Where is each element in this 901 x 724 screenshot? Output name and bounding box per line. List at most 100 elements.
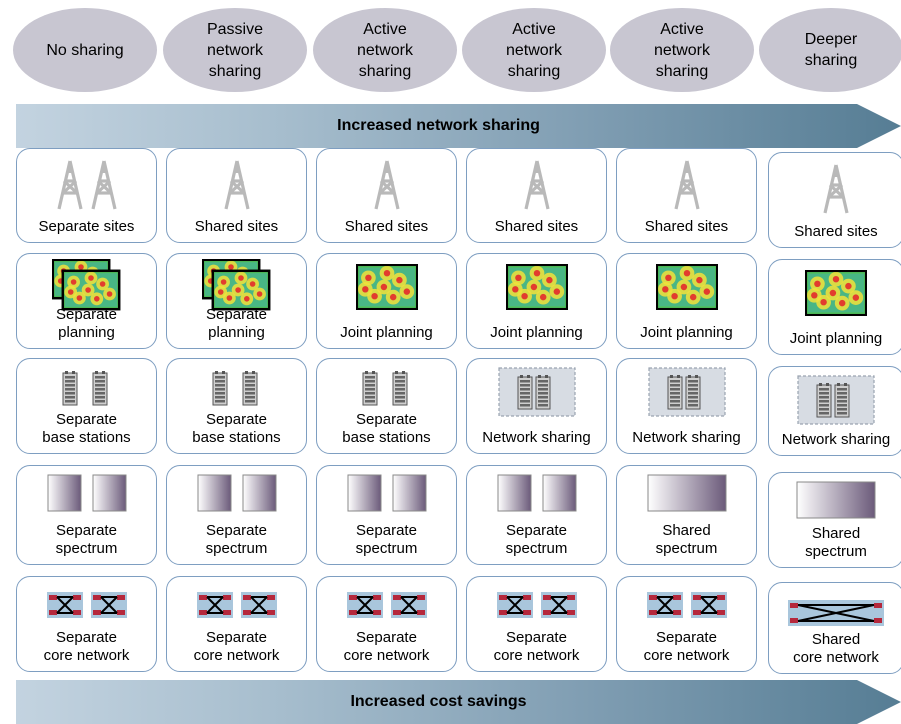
top-arrow-increased-network-sharing: Increased network sharing bbox=[16, 104, 901, 148]
planning-cell: Joint planning bbox=[616, 253, 757, 349]
core-network-icon bbox=[769, 597, 901, 629]
cell-label: Separate spectrum bbox=[55, 522, 118, 557]
tower-icon bbox=[769, 163, 901, 215]
base-station-icon bbox=[317, 369, 456, 407]
coverage-map-icon bbox=[617, 264, 756, 310]
cell-label: Separate spectrum bbox=[205, 522, 268, 557]
base-station-icon bbox=[467, 367, 606, 417]
core-network-icon bbox=[17, 591, 156, 619]
core-network-icon bbox=[317, 591, 456, 619]
tower-icon bbox=[17, 159, 156, 211]
cell-label: Separate core network bbox=[643, 629, 730, 664]
cell-label: Separate sites bbox=[38, 218, 135, 235]
base-station-icon bbox=[617, 367, 756, 417]
spectrum-cell: Separate spectrum bbox=[16, 465, 157, 565]
base-station-icon bbox=[769, 375, 901, 425]
sites-cell: Shared sites bbox=[768, 152, 901, 248]
spectrum-cell: Separate spectrum bbox=[166, 465, 307, 565]
core-cell: Shared core network bbox=[768, 582, 901, 674]
top-arrow-label: Increased network sharing bbox=[337, 117, 540, 134]
cell-label: Separate core network bbox=[493, 629, 580, 664]
cell-label: Network sharing bbox=[632, 429, 741, 446]
header-label: Active network sharing bbox=[505, 20, 563, 80]
cell-label: Joint planning bbox=[640, 324, 733, 341]
spectrum-icon bbox=[317, 474, 456, 512]
core-cell: Separate core network bbox=[166, 576, 307, 672]
cell-label: Joint planning bbox=[340, 324, 433, 341]
core-cell: Separate core network bbox=[316, 576, 457, 672]
tower-icon bbox=[617, 159, 756, 211]
cell-label: Separate spectrum bbox=[355, 522, 418, 557]
header-label: Deeper sharing bbox=[804, 31, 858, 69]
header-passive-network-sharing: Passive network sharing bbox=[163, 8, 307, 92]
base-stations-cell: Separate base stations bbox=[166, 358, 307, 454]
header-active-network-sharing-1: Active network sharing bbox=[313, 8, 457, 92]
coverage-map-icon bbox=[467, 264, 606, 310]
cell-label: Separate core network bbox=[193, 629, 280, 664]
spectrum-cell: Separate spectrum bbox=[316, 465, 457, 565]
cell-label: Joint planning bbox=[490, 324, 583, 341]
spectrum-icon bbox=[17, 474, 156, 512]
planning-cell: Joint planning bbox=[316, 253, 457, 349]
header-deeper-sharing: Deeper sharing bbox=[759, 8, 901, 92]
header-label: Passive network sharing bbox=[206, 20, 264, 80]
coverage-map-icon bbox=[17, 259, 156, 311]
tower-icon bbox=[167, 159, 306, 211]
cell-label: Separate planning bbox=[206, 306, 267, 341]
cell-label: Joint planning bbox=[789, 330, 883, 347]
base-stations-cell: Network sharing bbox=[768, 366, 901, 456]
base-stations-cell: Network sharing bbox=[616, 358, 757, 454]
tower-icon bbox=[317, 159, 456, 211]
spectrum-icon bbox=[617, 474, 756, 512]
sites-cell: Shared sites bbox=[166, 148, 307, 243]
header-active-network-sharing-2: Active network sharing bbox=[462, 8, 606, 92]
cell-label: Separate planning bbox=[56, 306, 117, 341]
cell-label: Shared sites bbox=[194, 218, 279, 235]
header-active-network-sharing-3: Active network sharing bbox=[610, 8, 754, 92]
sites-cell: Shared sites bbox=[616, 148, 757, 243]
bottom-arrow-label: Increased cost savings bbox=[350, 693, 527, 710]
header-label: No sharing bbox=[46, 41, 124, 59]
base-stations-cell: Separate base stations bbox=[316, 358, 457, 454]
cell-label: Shared spectrum bbox=[655, 522, 718, 557]
header-label: Active network sharing bbox=[356, 20, 414, 80]
cell-label: Shared core network bbox=[793, 631, 879, 666]
core-cell: Separate core network bbox=[616, 576, 757, 672]
cell-label: Separate spectrum bbox=[505, 522, 568, 557]
spectrum-cell: Shared spectrum bbox=[616, 465, 757, 565]
coverage-map-icon bbox=[769, 270, 901, 316]
cell-label: Network sharing bbox=[482, 429, 591, 446]
header-no-sharing: No sharing bbox=[13, 8, 157, 92]
cell-label: Separate base stations bbox=[342, 411, 431, 446]
coverage-map-icon bbox=[167, 259, 306, 311]
base-station-icon bbox=[167, 369, 306, 407]
cell-label: Shared sites bbox=[644, 218, 729, 235]
planning-cell: Separate planning bbox=[166, 253, 307, 349]
core-cell: Separate core network bbox=[16, 576, 157, 672]
spectrum-icon bbox=[769, 481, 901, 519]
bottom-arrow-increased-cost-savings: Increased cost savings bbox=[16, 680, 901, 724]
base-station-icon bbox=[17, 369, 156, 407]
core-cell: Separate core network bbox=[466, 576, 607, 672]
cell-label: Separate base stations bbox=[192, 411, 281, 446]
cell-label: Separate core network bbox=[43, 629, 130, 664]
cell-label: Shared sites bbox=[494, 218, 579, 235]
spectrum-cell: Shared spectrum bbox=[768, 472, 901, 568]
sites-cell: Shared sites bbox=[316, 148, 457, 243]
cell-label: Shared spectrum bbox=[805, 525, 867, 560]
sites-cell: Separate sites bbox=[16, 148, 157, 243]
cell-label: Separate base stations bbox=[42, 411, 131, 446]
header-label: Active network sharing bbox=[653, 20, 711, 80]
tower-icon bbox=[467, 159, 606, 211]
spectrum-cell: Separate spectrum bbox=[466, 465, 607, 565]
base-stations-cell: Network sharing bbox=[466, 358, 607, 454]
planning-cell: Joint planning bbox=[768, 259, 901, 355]
coverage-map-icon bbox=[317, 264, 456, 310]
cell-label: Shared sites bbox=[344, 218, 429, 235]
core-network-icon bbox=[467, 591, 606, 619]
cell-label: Network sharing bbox=[781, 431, 891, 448]
spectrum-icon bbox=[167, 474, 306, 512]
core-network-icon bbox=[167, 591, 306, 619]
sites-cell: Shared sites bbox=[466, 148, 607, 243]
planning-cell: Joint planning bbox=[466, 253, 607, 349]
